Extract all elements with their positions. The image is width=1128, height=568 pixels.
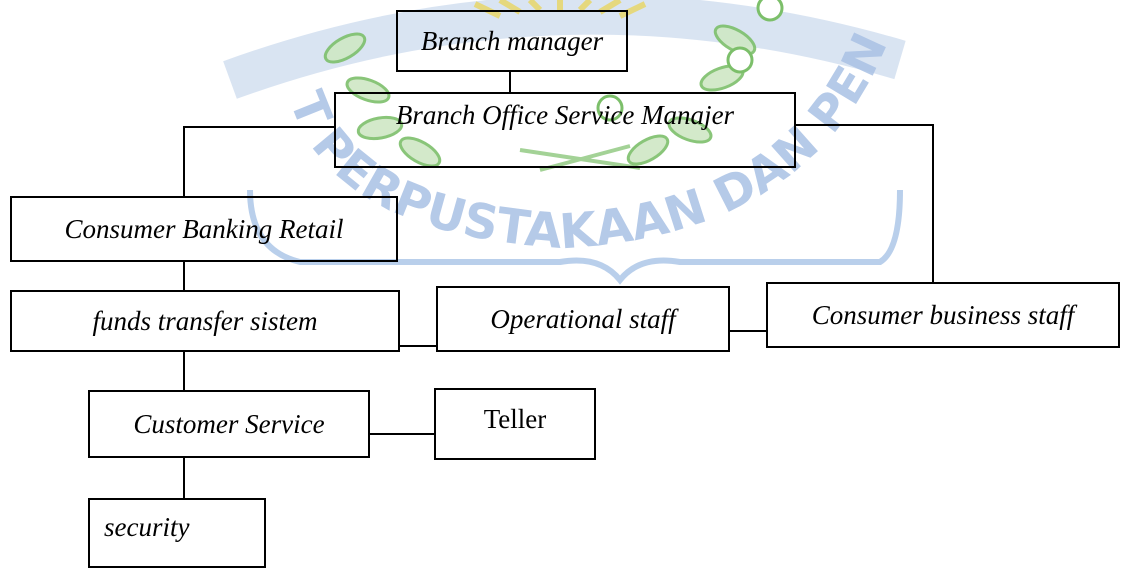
- node-consumer-business-staff: Consumer business staff: [766, 282, 1120, 348]
- connector-bosm-right: [795, 124, 934, 126]
- node-consumer-banking-retail: Consumer Banking Retail: [10, 196, 398, 262]
- connector-funds-ops: [400, 345, 437, 347]
- node-branch-office-service-manager: Branch Office Service Manajer: [334, 92, 796, 168]
- node-label: Teller: [483, 404, 547, 434]
- node-label: funds transfer sistem: [92, 305, 318, 336]
- connector-ops-cbs: [730, 330, 767, 332]
- node-funds-transfer-system: funds transfer sistem: [10, 290, 400, 352]
- node-customer-service: Customer Service: [88, 390, 370, 458]
- node-label: Customer Service: [133, 408, 325, 439]
- connector-cbr-funds: [183, 262, 185, 290]
- node-label: Consumer business staff: [811, 299, 1075, 330]
- node-branch-manager: Branch manager: [396, 10, 628, 72]
- connector-funds-cs: [183, 352, 185, 390]
- node-teller: Teller: [434, 388, 596, 460]
- node-operational-staff: Operational staff: [436, 286, 730, 352]
- node-label: Branch Office Service Manajer: [395, 100, 735, 130]
- node-label: Consumer Banking Retail: [64, 213, 344, 244]
- connector-right-down: [932, 124, 934, 282]
- node-label: Branch manager: [420, 25, 604, 56]
- node-security: security: [88, 498, 266, 568]
- connector-bm-bosm: [509, 72, 511, 94]
- node-label: security: [104, 512, 190, 542]
- connector-bosm-left: [183, 126, 335, 128]
- connector-left-down: [183, 126, 185, 196]
- node-label: Operational staff: [490, 303, 676, 334]
- connector-cs-security: [183, 458, 185, 498]
- connector-cs-teller: [370, 433, 435, 435]
